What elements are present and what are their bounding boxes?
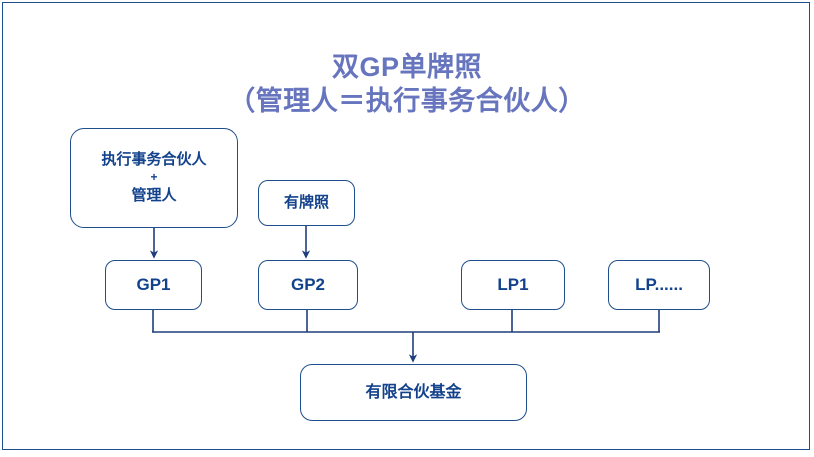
node-gp2[interactable]: GP2: [258, 260, 358, 310]
node-limited-partnership-fund[interactable]: 有限合伙基金: [300, 364, 527, 421]
node-licensed[interactable]: 有牌照: [258, 180, 355, 226]
node-limited-partnership-fund-label: 有限合伙基金: [365, 383, 462, 401]
node-gp2-label: GP2: [290, 274, 326, 294]
node-lp1[interactable]: LP1: [461, 260, 565, 310]
node-lp-others-label: LP......: [635, 274, 683, 294]
node-lp-others[interactable]: LP......: [608, 260, 710, 310]
diagram-title-line-1: 双GP单牌照: [331, 52, 482, 82]
node-lp1-label: LP1: [497, 274, 529, 294]
node-executive-partner-manager[interactable]: 执行事务合伙人 + 管理人: [70, 128, 238, 228]
node-executive-partner-manager-line-1: 执行事务合伙人: [101, 151, 207, 169]
node-gp1[interactable]: GP1: [105, 260, 202, 310]
diagram-title-line-2: （管理人＝执行事务合伙人）: [228, 86, 586, 116]
node-licensed-label: 有牌照: [283, 193, 329, 211]
diagram-title: 双GP单牌照 （管理人＝执行事务合伙人）: [0, 50, 814, 118]
node-gp1-label: GP1: [136, 274, 171, 294]
node-executive-partner-manager-line-2: 管理人: [131, 186, 177, 204]
node-executive-partner-manager-plus: +: [150, 170, 158, 185]
